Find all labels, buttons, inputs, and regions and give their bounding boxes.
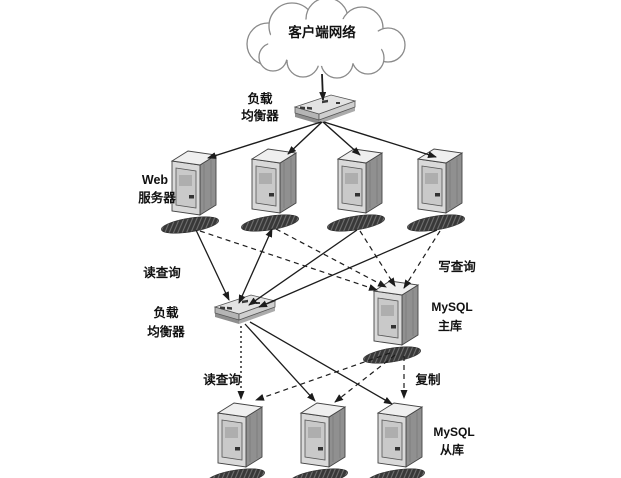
label-read-query-lower: 读查询 [203, 372, 241, 387]
edge-lbtop-web4 [323, 121, 437, 158]
edge-web1-master-write [199, 230, 378, 291]
cloud-body [268, 18, 384, 66]
edge-web2-lb2-read [238, 228, 273, 304]
edge-lb2-slave2-read [244, 323, 316, 402]
mysql-slave-1 [205, 402, 267, 478]
edge-lbtop-web3 [322, 121, 361, 156]
label-lb-bottom-line1: 负载 [153, 305, 179, 320]
edge-lb2-slave3-read [249, 321, 393, 405]
edges [195, 73, 441, 405]
client-network-cloud: 客户端网络 [246, 0, 406, 79]
web-server-2 [239, 148, 301, 235]
web-server-4 [405, 148, 467, 235]
edge-master-slave2-replication [334, 354, 396, 403]
mysql-slave-2 [288, 402, 350, 478]
label-lb-top-line2: 均衡器 [241, 108, 279, 123]
label-replication: 复制 [414, 372, 440, 387]
edge-web1-lb2-read [195, 229, 230, 301]
edge-lbtop-web1 [207, 121, 322, 159]
mysql-master-server [361, 280, 423, 367]
mysql-slave-3 [365, 402, 427, 478]
label-write-query: 写查询 [438, 259, 476, 274]
edge-web3-master-write [359, 230, 396, 287]
edge-web4-lb2-read [258, 229, 438, 308]
edge-master-slave1-replication [255, 352, 391, 401]
label-read-query-upper: 读查询 [143, 265, 181, 280]
edge-lbtop-web2 [287, 121, 323, 155]
edge-web2-master-write [275, 228, 387, 288]
label-web-line2: 服务器 [138, 190, 176, 205]
label-master-line2: 主库 [438, 318, 462, 333]
load-balancer-bottom [214, 294, 276, 325]
load-balancer-top [294, 94, 356, 125]
label-web-line1: Web [142, 173, 169, 187]
edge-cloud-lb-top [319, 73, 327, 101]
label-lb-top-line1: 负载 [247, 91, 273, 106]
edge-web3-lb2-read [248, 229, 358, 306]
label-lb-bottom-line2: 均衡器 [147, 324, 185, 339]
edge-web4-master-write [403, 230, 441, 289]
web-server-3 [325, 148, 387, 235]
label-client-network: 客户端网络 [287, 24, 356, 40]
label-master-line1: MySQL [431, 300, 472, 314]
label-slaves-line1: MySQL [433, 425, 474, 439]
label-slaves-line2: 从库 [440, 442, 464, 457]
